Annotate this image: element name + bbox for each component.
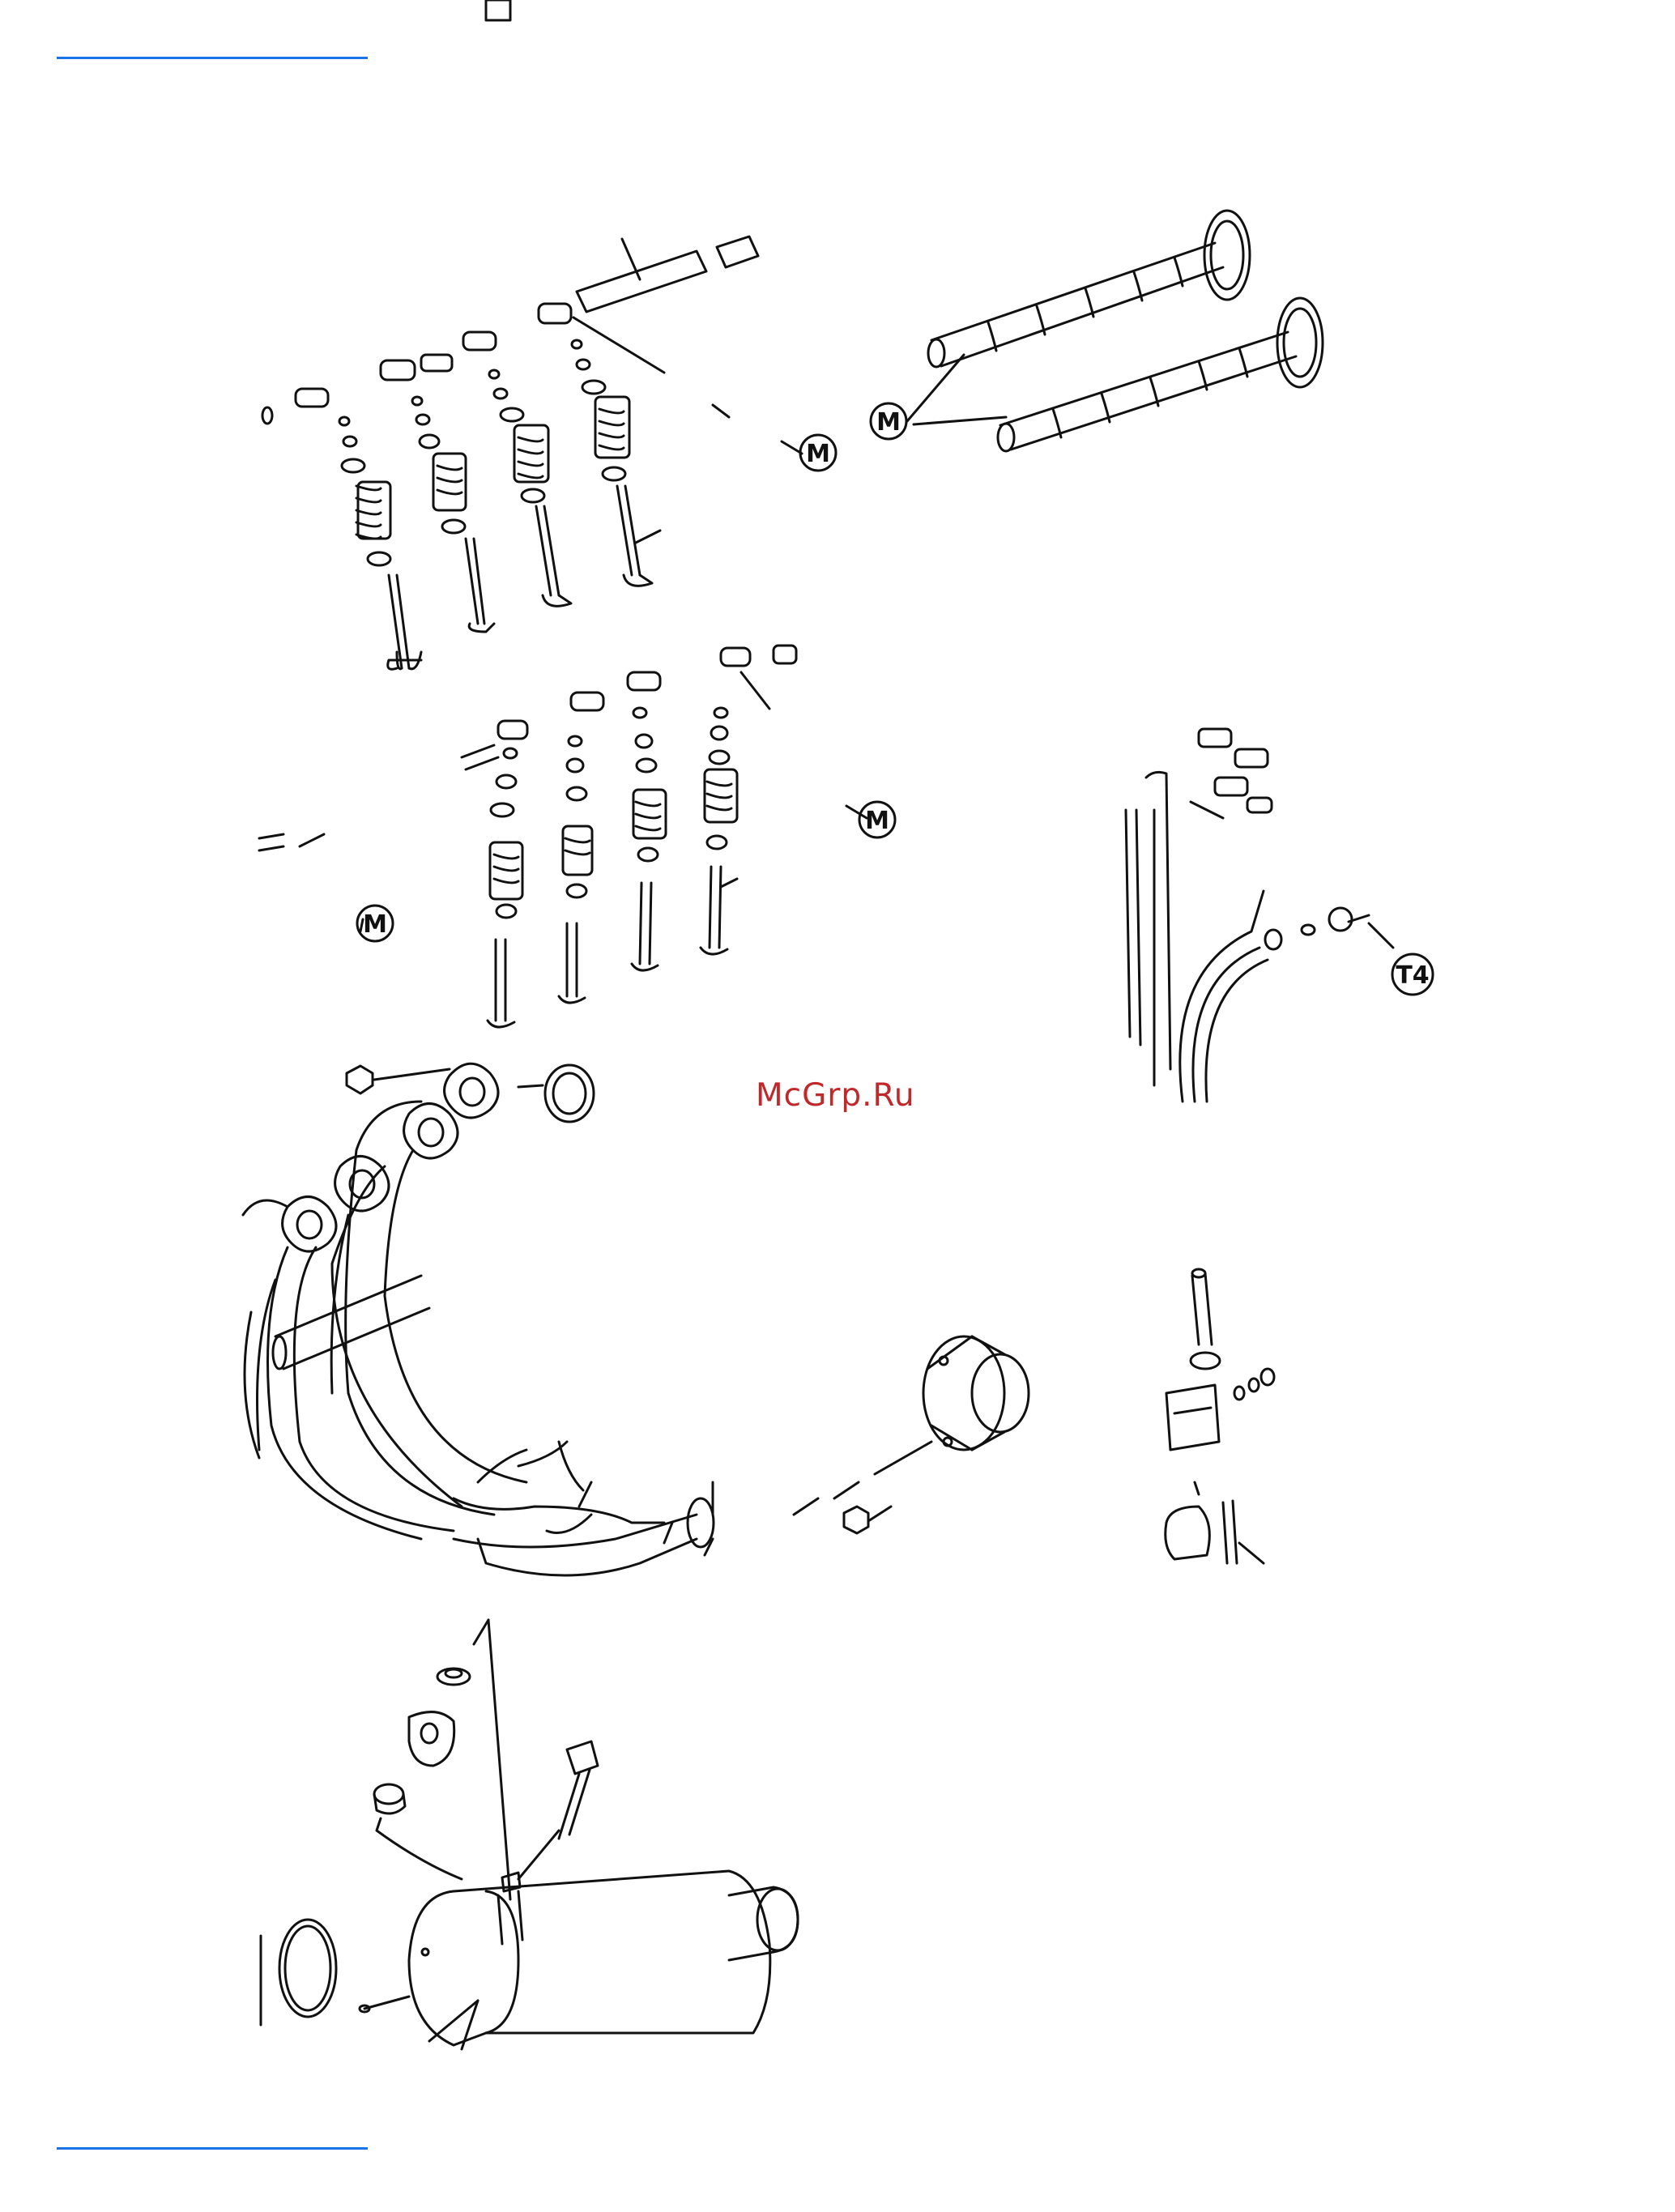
svg-text:M: M [806,440,830,468]
watermark: McGrp.Ru [756,1077,915,1114]
callout-m-exhaust: M [859,802,895,837]
svg-text:M: M [876,408,901,437]
callout-t4: T4 [1392,954,1433,995]
tensioner-adjuster-icon [1166,1269,1274,1563]
svg-text:M: M [865,807,889,835]
muffler-icon [261,0,798,2049]
cam-chain-tensioner-icon [1126,729,1393,1102]
exhaust-valve-assembly-icon [259,646,867,1027]
intake-valve-assembly-icon [262,237,802,669]
callout-m-camshaft: M [871,403,906,439]
exhaust-header-icon [243,1063,1029,1575]
svg-text:T4: T4 [1396,961,1429,990]
camshafts-icon [907,211,1323,451]
callout-m-intake: M [800,435,836,471]
svg-text:M: M [363,910,387,939]
callout-m-shim: M [357,906,393,941]
